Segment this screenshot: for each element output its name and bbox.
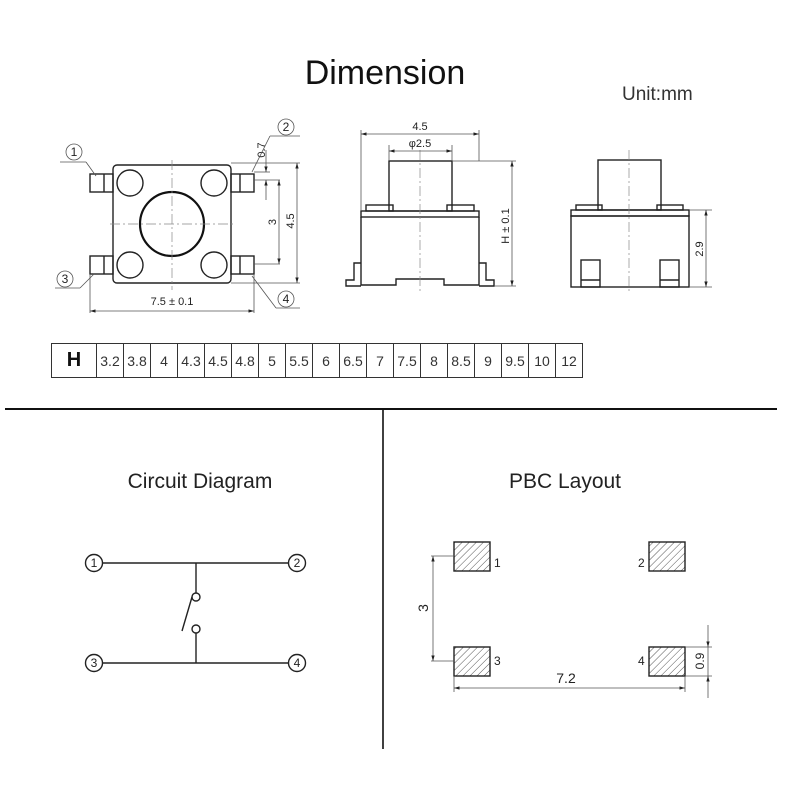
height-value: 7.5: [393, 343, 421, 378]
pad-4: [648, 646, 686, 677]
svg-text:1: 1: [71, 145, 78, 159]
dim-body-height-label: 4.5: [285, 213, 297, 228]
terminal-3: [89, 255, 114, 275]
height-value: 4.8: [231, 343, 259, 378]
circuit-terminal-2: 2: [287, 553, 307, 573]
dim-pcb-horizontal-label: 7.2: [556, 670, 576, 686]
corner-hole: [200, 251, 228, 279]
height-value: 4.5: [204, 343, 232, 378]
page-title: Dimension: [304, 54, 466, 92]
circuit-terminal-1: 1: [84, 553, 104, 573]
dim-pad-height-label: 0.9: [693, 652, 707, 669]
circuit-terminal-4: 4: [287, 653, 307, 673]
corner-hole: [116, 251, 144, 279]
pad-2: [648, 541, 686, 572]
callout-pin-1: 1: [60, 143, 97, 177]
svg-text:2: 2: [283, 120, 290, 134]
height-table-row: H 3.2 3.8 4 4.3 4.5 4.8 5 5.5 6 6.5 7 7.…: [51, 343, 583, 378]
svg-text:4: 4: [283, 292, 290, 306]
height-value: 5: [258, 343, 286, 378]
pad-1-label: 1: [494, 556, 501, 570]
front-view: 4.5 φ2.5 H ± 0.1: [345, 121, 516, 292]
height-value: 4: [150, 343, 178, 378]
height-value: 6: [312, 343, 340, 378]
height-value: 9.5: [501, 343, 529, 378]
actuator-profile: [388, 160, 453, 212]
pad-3: [453, 646, 491, 677]
pad-2-label: 2: [638, 556, 645, 570]
dim-H-label: H ± 0.1: [500, 208, 512, 243]
svg-text:3: 3: [62, 272, 69, 286]
height-value: 5.5: [285, 343, 313, 378]
dim-width-label: 7.5 ± 0.1: [151, 296, 194, 308]
height-value: 10: [528, 343, 556, 378]
pad-1: [453, 541, 491, 572]
svg-text:2: 2: [294, 556, 301, 570]
dim-side-height-label: 2.9: [694, 241, 706, 256]
switch-lever: [181, 596, 193, 632]
height-value: 3.8: [123, 343, 151, 378]
height-value: 8.5: [447, 343, 475, 378]
terminal-4: [230, 255, 255, 275]
terminal-2: [230, 173, 255, 193]
pcb-layout: 1 2 3 4 3 7.2 0.9: [415, 541, 712, 698]
height-table-header: H: [51, 343, 97, 378]
height-value: 8: [420, 343, 448, 378]
pad-4-label: 4: [638, 654, 645, 668]
height-value: 6.5: [339, 343, 367, 378]
circuit-terminal-3: 3: [84, 653, 104, 673]
switch-contact-bottom: [191, 624, 201, 634]
callout-pin-3: 3: [55, 270, 95, 289]
dim-pitch-label: 3: [267, 219, 279, 225]
side-view: 2.9: [570, 150, 712, 292]
circuit-diagram-title: Circuit Diagram: [127, 470, 273, 493]
top-view: 7.5 ± 0.1 4.5 3 0.7 1 2 3 4: [55, 118, 300, 313]
dim-front-width-label: 4.5: [412, 121, 427, 133]
body-side-profile: [570, 215, 690, 288]
height-value: 9: [474, 343, 502, 378]
corner-hole: [116, 169, 144, 197]
height-value: 4.3: [177, 343, 205, 378]
unit-label: Unit:mm: [622, 84, 693, 105]
svg-text:4: 4: [294, 656, 301, 670]
height-value: 7: [366, 343, 394, 378]
height-value: 3.2: [96, 343, 124, 378]
pad-3-label: 3: [494, 654, 501, 668]
corner-hole: [200, 169, 228, 197]
svg-text:1: 1: [91, 556, 98, 570]
callout-pin-2: 2: [251, 118, 300, 173]
actuator-side-profile: [597, 159, 662, 211]
terminal-1: [89, 173, 114, 193]
height-value: 12: [555, 343, 583, 378]
switch-contact-top: [191, 592, 201, 602]
svg-text:3: 3: [91, 656, 98, 670]
dim-diameter-label: φ2.5: [409, 138, 431, 150]
pcb-layout-title: PBC Layout: [508, 470, 622, 493]
dim-pcb-vertical-label: 3: [415, 604, 431, 612]
callout-pin-4: 4: [251, 275, 300, 309]
dim-pin-width-label: 0.7: [256, 142, 268, 157]
height-table: H 3.2 3.8 4 4.3 4.5 4.8 5 5.5 6 6.5 7 7.…: [51, 343, 583, 378]
circuit-diagram: 1 2 3 4: [84, 553, 307, 673]
